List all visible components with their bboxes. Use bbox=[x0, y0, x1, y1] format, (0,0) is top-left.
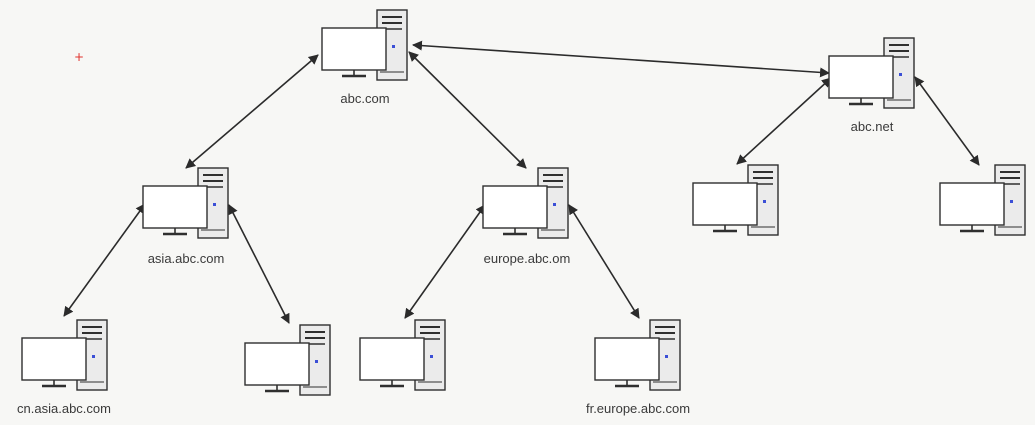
nodes-layer: abc.com abc.net asia.abc.com europe.abc.om c… bbox=[17, 9, 1026, 416]
computer-node-cn-asia bbox=[21, 319, 108, 391]
connection-arrow-abc-com-europe bbox=[408, 51, 527, 169]
server-computer-icon bbox=[828, 37, 915, 109]
connection-arrow-asia-cn-asia bbox=[63, 203, 146, 317]
connection-arrow-europe-europe-child-1 bbox=[404, 204, 486, 319]
computer-node-abc-net bbox=[828, 37, 915, 109]
edges-layer bbox=[63, 40, 980, 324]
node-label-cn-asia: cn.asia.abc.com bbox=[17, 401, 111, 416]
connection-arrow-abc-net-net-child-2 bbox=[914, 76, 980, 166]
connection-arrow-abc-com-abc-net bbox=[412, 40, 830, 78]
connection-arrow-asia-asia-child-2 bbox=[228, 204, 290, 324]
computer-node-europe-child-1 bbox=[359, 319, 446, 391]
server-computer-icon bbox=[939, 164, 1026, 236]
computer-node-asia bbox=[142, 167, 229, 239]
computer-node-abc-com bbox=[321, 9, 408, 81]
connection-arrow-europe-fr-europe bbox=[568, 204, 640, 319]
node-label-fr-europe: fr.europe.abc.com bbox=[586, 401, 690, 416]
node-label-abc-net: abc.net bbox=[851, 119, 894, 134]
server-computer-icon bbox=[244, 324, 331, 396]
computer-node-asia-child-2 bbox=[244, 324, 331, 396]
server-computer-icon bbox=[482, 167, 569, 239]
node-label-europe: europe.abc.om bbox=[484, 251, 571, 266]
node-label-abc-com: abc.com bbox=[340, 91, 389, 106]
computer-node-net-child-2 bbox=[939, 164, 1026, 236]
server-computer-icon bbox=[692, 164, 779, 236]
connection-arrow-abc-net-net-child-1 bbox=[736, 77, 832, 165]
computer-node-fr-europe bbox=[594, 319, 681, 391]
server-computer-icon bbox=[321, 9, 408, 81]
server-computer-icon bbox=[594, 319, 681, 391]
node-label-asia: asia.abc.com bbox=[148, 251, 225, 266]
computer-node-europe bbox=[482, 167, 569, 239]
connection-arrow-abc-com-asia bbox=[185, 54, 319, 169]
server-computer-icon bbox=[359, 319, 446, 391]
server-computer-icon bbox=[21, 319, 108, 391]
computer-node-net-child-1 bbox=[692, 164, 779, 236]
cursor-crosshair-mark: + bbox=[74, 50, 84, 64]
server-computer-icon bbox=[142, 167, 229, 239]
